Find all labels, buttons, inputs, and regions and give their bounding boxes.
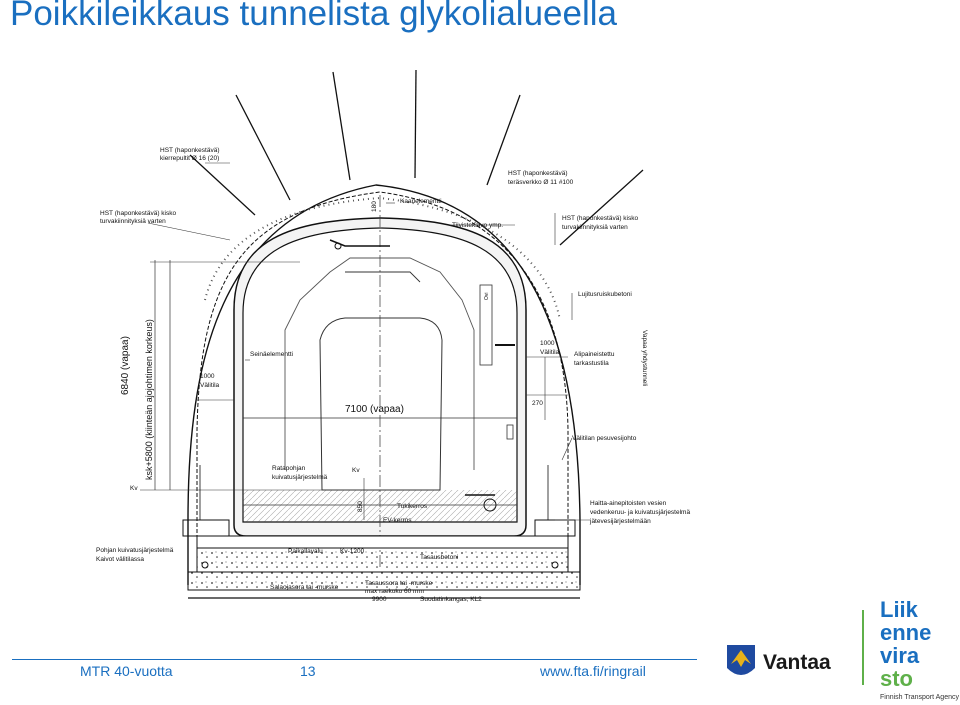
label-hst-mesh-2: teräsverkko Ø 11 #100 — [508, 179, 574, 186]
liikennevirasto-line-2: enne — [880, 620, 931, 645]
rock-bolts — [189, 69, 644, 246]
label-dim-ksk: ksk+5800 (kiinteän ajojohtimen korkeus) — [144, 319, 154, 480]
label-haitta-3: jätevesijärjestelmään — [589, 518, 651, 525]
footer-url[interactable]: www.fta.fi/ringrail — [540, 663, 646, 679]
label-dim-6840: 6840 (vapaa) — [120, 336, 131, 395]
label-kv-left: Kv — [130, 485, 138, 492]
label-hst-mesh-1: HST (haponkestävä) — [508, 170, 568, 177]
agency-name: Finnish Transport Agency — [880, 694, 959, 701]
label-hst-rail-left-1: HST (haponkestävä) kisko — [100, 210, 176, 217]
tasaussora-layer — [196, 547, 569, 573]
label-hst-rail-left-2: turvakiinnityksiä varten — [100, 218, 166, 225]
label-pohjan-1: Pohjan kuivatusjärjestelmä — [96, 547, 174, 554]
label-dim-7100: 7100 (vapaa) — [345, 404, 404, 415]
shotcrete-layer — [196, 191, 569, 545]
train-profile — [319, 317, 443, 491]
label-kv-mid: Kv — [352, 467, 360, 474]
footer-event: MTR 40-vuotta — [80, 663, 173, 679]
logo-separator — [862, 610, 864, 685]
label-tasausbetoni: Tasausbetoni — [420, 554, 458, 561]
label-haitta-2: vedenkeruu- ja kuivatusjärjestelmä — [590, 509, 690, 516]
label-ev-kerros: EV-kerros — [383, 517, 412, 524]
vantaa-logo: Vantaa — [727, 645, 831, 675]
label-salaojasora: Salaojasora tai -murske — [270, 584, 339, 591]
label-valitila-left: Välitila — [200, 382, 220, 389]
label-alipaine-2: tarkastustila — [574, 360, 609, 367]
liikennevirasto-logo: Liik enne vira sto — [880, 597, 931, 691]
label-hst-bolts-1: HST (haponkestävä) — [160, 147, 220, 154]
label-dim-180: 180 — [371, 201, 378, 212]
label-dim-1000-left: 1000 — [200, 373, 215, 380]
label-hst-rail-right-1: HST (haponkestävä) kisko — [562, 215, 638, 222]
outer-rock-contour — [187, 184, 581, 585]
label-ratapohjan-1: Ratapohjan — [272, 465, 306, 472]
label-dim-270: 270 — [532, 400, 543, 407]
label-ratapohjan-2: kuivatusjärjestelmä — [272, 474, 328, 481]
footer-divider — [12, 659, 697, 660]
label-tasaussora-1: Tasaussora tai -murske — [365, 580, 433, 587]
label-paikallavalu: Paikallavalu — [288, 548, 323, 555]
label-hst-rail-right-2: turvakiinnityksiä varten — [562, 224, 628, 231]
liikennevirasto-line-1: Liik — [880, 597, 919, 622]
label-haitta-1: Haitta-ainepitoisten vesien — [590, 500, 667, 507]
label-ovi: Ovi — [484, 293, 490, 301]
page-number: 13 — [300, 663, 316, 679]
label-lujitusruiskubetoni: Lujitusruiskubetoni — [578, 291, 632, 298]
label-pohjan-2: Kaivot välitilassa — [96, 556, 144, 563]
label-seinaelementti: Seinäelementti — [250, 351, 293, 358]
vantaa-wordmark: Vantaa — [763, 651, 831, 674]
label-valitila-right: Välitila — [540, 349, 560, 356]
liikennevirasto-line-3: vira — [880, 643, 920, 668]
label-hst-bolts-2: kierrepultit Ø 16 (20) — [160, 155, 219, 162]
base-layer — [187, 571, 581, 591]
label-dim-850: 850 — [357, 501, 364, 512]
label-suodatinkangas: Suodatinkangas, KL2 — [420, 596, 482, 603]
label-dim-1000-right: 1000 — [540, 340, 555, 347]
liikennevirasto-line-4: sto — [880, 666, 913, 691]
label-tukikerros: Tukikerros — [397, 503, 428, 510]
label-kaarielementti: Kaarielementti — [400, 198, 442, 205]
label-tasaussora-2: max raekoko 60 mm — [365, 588, 424, 595]
slide-title: Poikkileikkaus tunnelista glykolialueell… — [10, 0, 617, 33]
label-dim-9900: 9900 — [372, 596, 387, 603]
label-valitilan-pesuvesijohto: Välitilan pesuvesijohto — [572, 435, 637, 442]
tasausbetoni-layer — [196, 535, 569, 549]
label-kv-1200: Kv-1200 — [340, 548, 365, 555]
label-vapaa-yhdystunneli: Vapaa yhdystunneli — [641, 330, 648, 386]
label-tiivistekalvo: Tiivistekalvo ymp. — [452, 222, 503, 229]
label-alipaine-1: Alipaineistettu — [574, 351, 615, 358]
